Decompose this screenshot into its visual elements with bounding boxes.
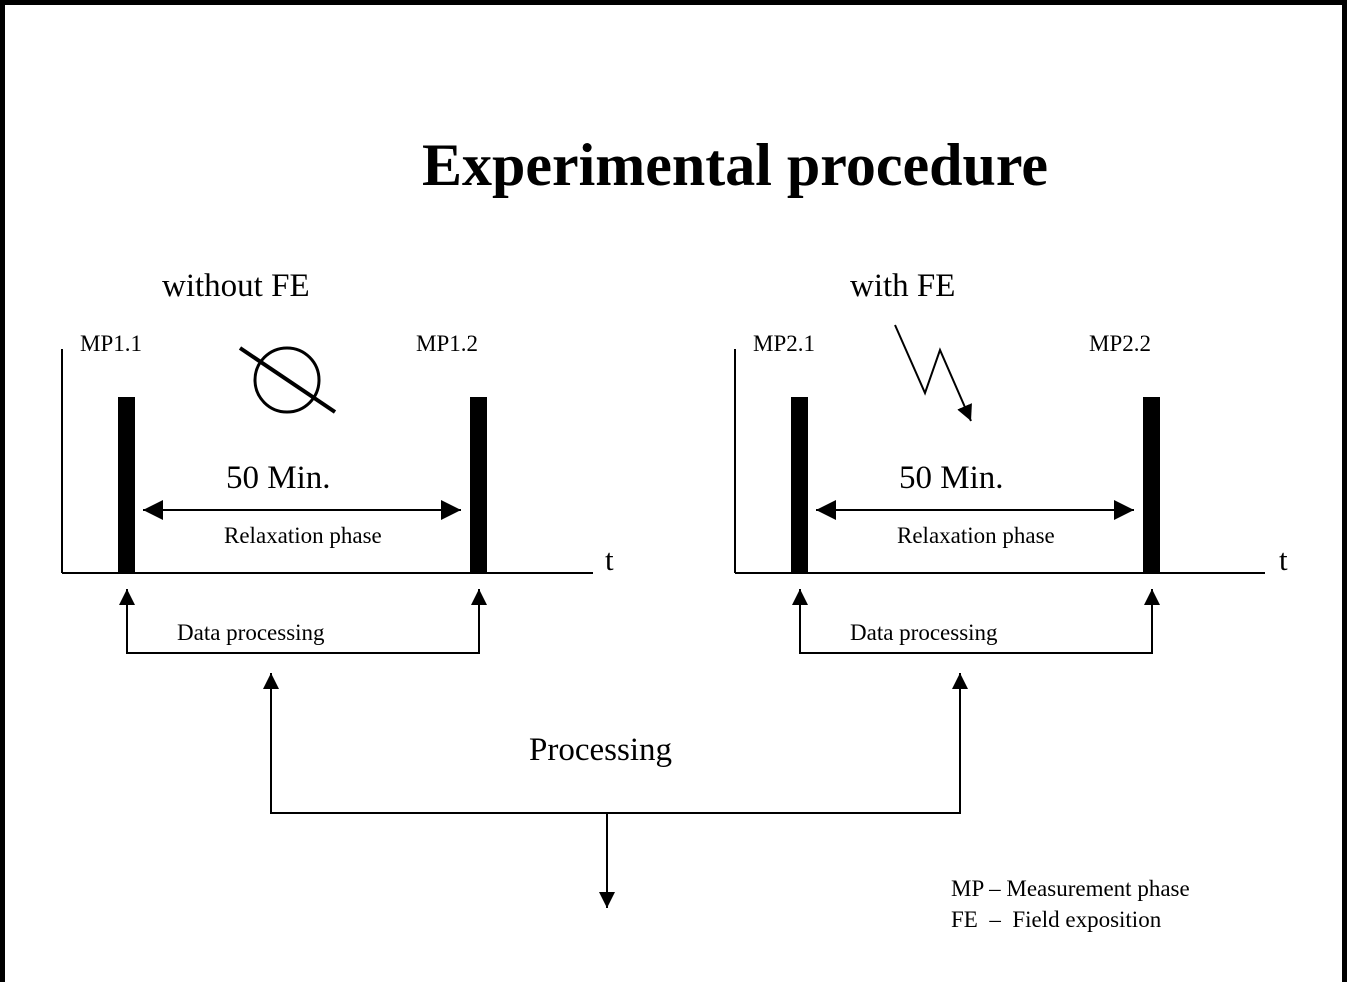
right-measurement-bar-start xyxy=(791,397,808,573)
legend-mp: MP – Measurement phase xyxy=(951,876,1190,901)
right-duration-label: 50 Min. xyxy=(899,460,1004,496)
right-phase-label: Relaxation phase xyxy=(897,523,1055,548)
processing-label: Processing xyxy=(529,732,672,768)
left-mp-start-label: MP1.1 xyxy=(80,331,142,356)
legend-fe: FE – Field exposition xyxy=(951,907,1162,932)
right-caption: with FE xyxy=(850,268,956,304)
left-measurement-bar-end xyxy=(470,397,487,573)
left-phase-label: Relaxation phase xyxy=(224,523,382,548)
left-measurement-bar-start xyxy=(118,397,135,573)
right-mp-end-label: MP2.2 xyxy=(1089,331,1151,356)
left-mp-end-label: MP1.2 xyxy=(416,331,478,356)
no-field-exposure-icon xyxy=(238,346,337,414)
right-time-label: t xyxy=(1279,542,1288,577)
right-measurement-bar-end xyxy=(1143,397,1160,573)
field-exposure-lightning-icon xyxy=(894,324,972,422)
left-data-processing-label: Data processing xyxy=(177,620,325,645)
procedure-diagram xyxy=(61,324,1265,908)
right-mp-start-label: MP2.1 xyxy=(753,331,815,356)
right-data-processing-label: Data processing xyxy=(850,620,998,645)
page-title: Experimental procedure xyxy=(421,132,1049,198)
left-duration-label: 50 Min. xyxy=(226,460,331,496)
left-caption: without FE xyxy=(162,268,310,304)
left-time-label: t xyxy=(605,542,614,577)
